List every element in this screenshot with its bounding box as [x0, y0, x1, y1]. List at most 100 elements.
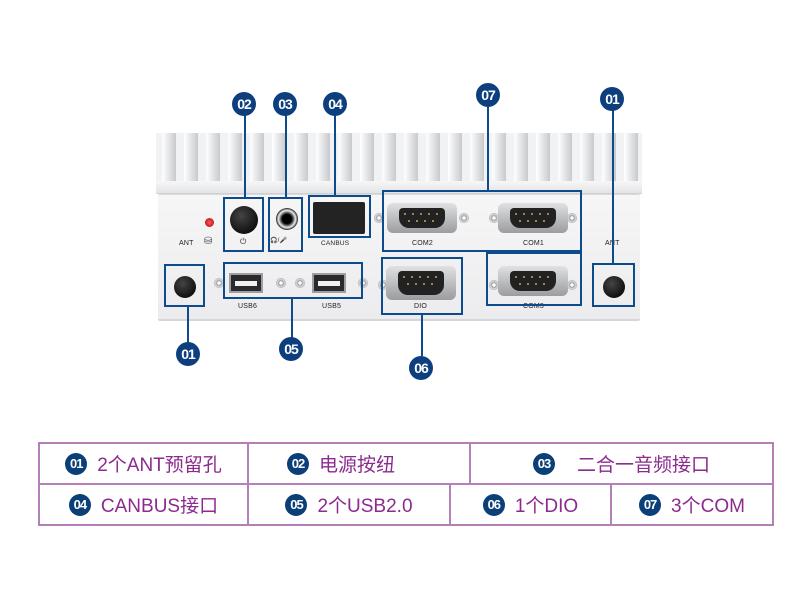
connector-pin	[543, 283, 545, 285]
callout-line	[285, 115, 287, 197]
connector-pin	[428, 213, 430, 215]
callout-badge-07: 07	[476, 83, 500, 107]
screw	[489, 213, 499, 223]
callout-line	[244, 115, 246, 197]
callout-box-ant-left	[164, 264, 205, 307]
canbus-connector[interactable]	[313, 202, 365, 234]
connector-pin	[539, 213, 541, 215]
ant-left-label: ANT	[179, 240, 194, 247]
heatsink-fin	[338, 133, 352, 181]
connector-pin	[547, 213, 549, 215]
screw	[489, 280, 499, 290]
callout-badge-03: 03	[273, 92, 297, 116]
heatsink	[156, 133, 642, 194]
com3-port[interactable]	[498, 266, 568, 296]
connector-pin	[415, 283, 417, 285]
screw	[295, 278, 305, 288]
heatsink-fin	[184, 133, 198, 181]
callout-box-com	[382, 190, 582, 252]
com3-label: COM3	[523, 303, 545, 310]
legend-text: CANBUS接口	[100, 496, 219, 517]
callout-line	[612, 110, 614, 263]
connector-pin	[543, 220, 545, 222]
connector-pin	[535, 283, 537, 285]
legend-item: 06 1个DIO	[451, 485, 610, 524]
power-button[interactable]	[230, 206, 258, 234]
com2-label: COM2	[412, 240, 434, 247]
heatsink-fin	[448, 133, 462, 181]
callout-badge-01-bottom: 01	[176, 342, 200, 366]
legend-col-divider	[610, 485, 612, 524]
legend-number-badge: 03	[532, 452, 555, 475]
connector-pin	[408, 220, 410, 222]
connector-pin	[527, 220, 529, 222]
com1-label: COM1	[523, 240, 545, 247]
callout-badge-06: 06	[409, 356, 433, 380]
heatsink-fin	[514, 133, 528, 181]
usb6-port[interactable]	[229, 273, 263, 293]
callout-line	[334, 115, 336, 195]
callout-line	[487, 105, 489, 190]
connector-pin	[531, 276, 533, 278]
screw	[567, 213, 577, 223]
screw	[276, 278, 286, 288]
screw	[567, 280, 577, 290]
callout-line	[291, 299, 293, 341]
legend-number-badge: 01	[65, 452, 88, 475]
legend-col-divider	[247, 485, 249, 524]
legend-col-divider	[247, 444, 249, 483]
connector-pin	[427, 276, 429, 278]
ant-right-hole	[603, 276, 625, 298]
legend-table: 01 2个ANT预留孔 02 电源按纽 03 二合一音频接口 04 CANBUS…	[38, 442, 774, 526]
connector-pin	[523, 276, 525, 278]
heatsink-fin	[426, 133, 440, 181]
usb5-port[interactable]	[312, 273, 346, 293]
connector-pin	[515, 213, 517, 215]
connector-pin	[411, 276, 413, 278]
connector-pin	[403, 276, 405, 278]
connector-pin	[423, 283, 425, 285]
heatsink-fin	[470, 133, 484, 181]
legend-text: 2个USB2.0	[317, 496, 413, 517]
legend-item: 01 2个ANT预留孔	[40, 444, 247, 483]
legend-text: 1个DIO	[514, 496, 579, 517]
connector-pin	[547, 276, 549, 278]
connector-pin	[419, 276, 421, 278]
heatsink-fin	[206, 133, 220, 181]
dio-port[interactable]	[386, 266, 456, 300]
connector-pin	[523, 213, 525, 215]
connector-pin	[535, 220, 537, 222]
connector-pin	[519, 220, 521, 222]
screw	[374, 213, 384, 223]
heatsink-fin	[294, 133, 308, 181]
connector-pin	[519, 283, 521, 285]
legend-number-badge: 04	[68, 493, 91, 516]
legend-number-badge: 02	[287, 452, 309, 475]
heatsink-fin	[404, 133, 418, 181]
audio-icon: 🎧/🎤	[270, 238, 288, 244]
heatsink-fin	[228, 133, 242, 181]
com2-port[interactable]	[387, 203, 457, 233]
heatsink-fin	[536, 133, 550, 181]
legend-item: 05 2个USB2.0	[249, 485, 449, 524]
legend-item: 04 CANBUS接口	[40, 485, 247, 524]
connector-pin	[404, 213, 406, 215]
ant-left-hole	[174, 276, 196, 298]
screw	[358, 278, 368, 288]
legend-row-divider	[40, 483, 772, 485]
callout-box-canbus	[308, 195, 371, 238]
legend-item: 03 二合一音频接口	[471, 444, 772, 483]
callout-badge-02: 02	[232, 92, 256, 116]
legend-number-badge: 05	[285, 493, 308, 516]
legend-number-badge: 06	[482, 493, 505, 516]
callout-line	[187, 307, 189, 345]
audio-jack[interactable]	[276, 208, 298, 230]
hdd-icon: ⛁	[204, 236, 213, 247]
legend-text: 3个COM	[671, 496, 745, 517]
com1-port[interactable]	[498, 203, 568, 233]
callout-badge-05: 05	[279, 337, 303, 361]
screw	[459, 213, 469, 223]
canbus-label: CANBUS	[321, 240, 350, 247]
legend-col-divider	[469, 444, 471, 483]
legend-text: 电源按纽	[319, 455, 396, 476]
